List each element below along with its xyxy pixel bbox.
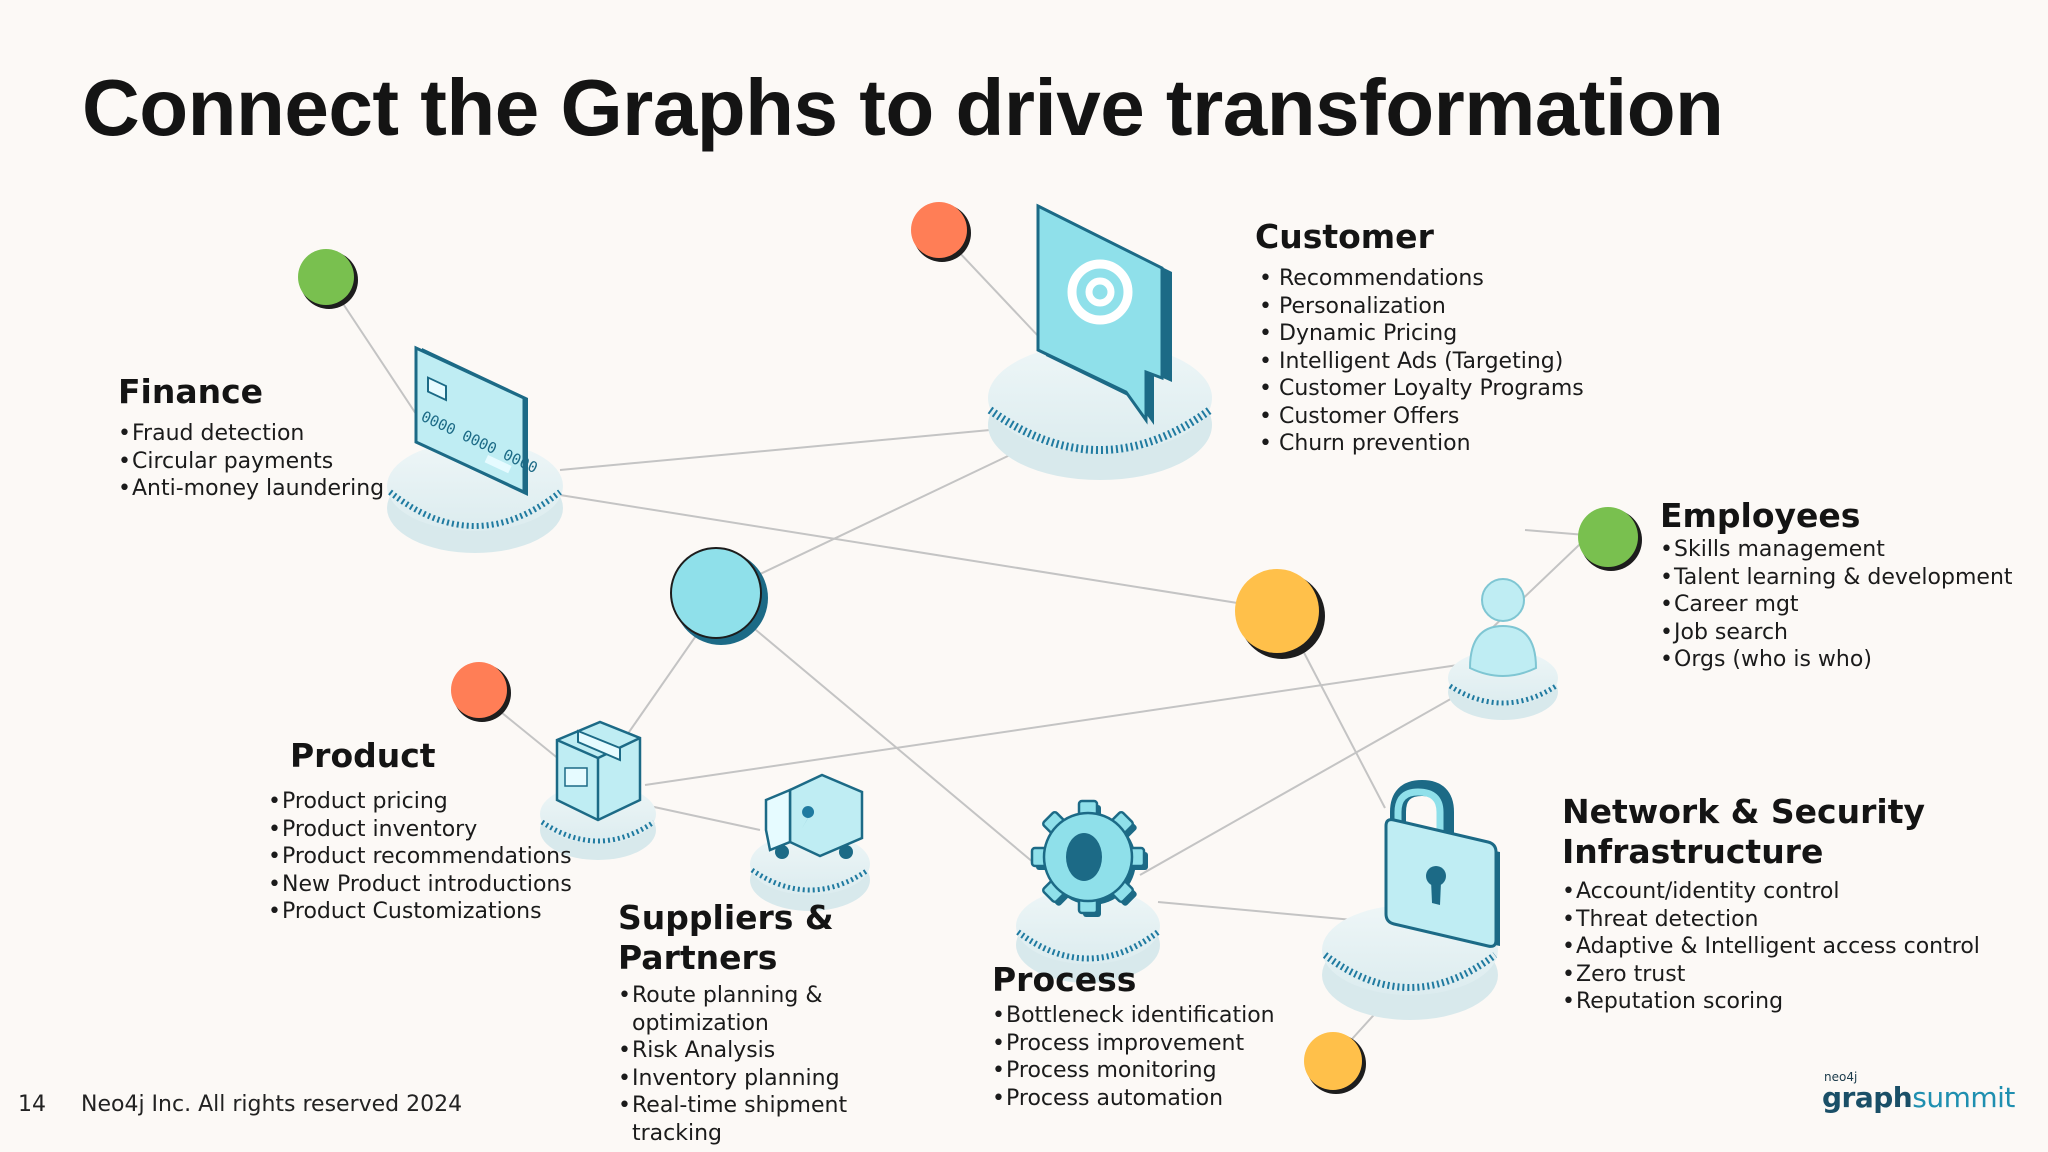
list-item: Personalization <box>1255 293 1584 321</box>
list-item: Zero trust <box>1562 961 1980 989</box>
slide-title: Connect the Graphs to drive transformati… <box>82 63 1724 152</box>
delivery-truck-icon <box>764 773 864 859</box>
product-group: Product Product pricing Product inventor… <box>268 736 572 926</box>
product-node-orange <box>451 662 511 722</box>
edge <box>1299 644 1386 809</box>
logo-neo4j-text: neo4j <box>1824 1070 1858 1084</box>
employees-group: Employees Skills management Talent learn… <box>1660 496 2013 674</box>
customer-platform <box>987 343 1213 480</box>
process-group: Process Bottleneck identification Proces… <box>992 960 1275 1112</box>
list-item: Recommendations <box>1255 265 1584 293</box>
list-item: New Product introductions <box>268 871 572 899</box>
product-heading: Product <box>290 736 436 775</box>
customer-node-orange <box>911 202 971 262</box>
list-item: Fraud detection <box>118 420 384 448</box>
employees-heading: Employees <box>1660 496 1861 535</box>
edge <box>559 429 991 471</box>
person-icon <box>1468 578 1538 677</box>
hub-node-cyan <box>670 547 768 645</box>
at-sign-chat-icon <box>1036 203 1172 425</box>
list-item: Churn prevention <box>1255 430 1584 458</box>
list-item: Circular payments <box>118 448 384 476</box>
graph-nodes <box>298 202 1642 1094</box>
list-item-continuation: optimization <box>632 1010 769 1036</box>
process-platform <box>1016 888 1160 983</box>
edge <box>619 629 701 746</box>
edge <box>1139 687 1471 876</box>
list-item: Dynamic Pricing <box>1255 320 1584 348</box>
network-heading-line2: Infrastructure <box>1562 832 1824 871</box>
list-item: Talent learning & development <box>1660 564 2013 592</box>
edge <box>644 664 1459 786</box>
list-item: Product pricing <box>268 788 572 816</box>
list-item: Product Customizations <box>268 898 572 926</box>
network-heading: Network & Security Infrastructure <box>1562 792 1980 872</box>
list-item: Product recommendations <box>268 843 572 871</box>
network-heading-line1: Network & Security <box>1562 792 1925 831</box>
gear-icon <box>1030 799 1148 917</box>
employees-node-green <box>1578 507 1642 571</box>
list-item: Process automation <box>992 1085 1275 1113</box>
list-item: Customer Loyalty Programs <box>1255 375 1584 403</box>
list-item: Orgs (who is who) <box>1660 646 2013 674</box>
edge <box>559 494 1251 606</box>
copyright-text: Neo4j Inc. All rights reserved 2024 <box>81 1092 463 1117</box>
padlock-icon <box>1384 779 1500 948</box>
suppliers-heading-line1: Suppliers & <box>618 898 834 937</box>
logo-graph-text: graph <box>1822 1081 1913 1114</box>
list-item: Threat detection <box>1562 906 1980 934</box>
page-number: 14 <box>18 1092 46 1117</box>
network-security-group: Network & Security Infrastructure Accoun… <box>1562 792 1980 1016</box>
list-item: Product inventory <box>268 816 572 844</box>
network-platform <box>1322 905 1498 1020</box>
graphsummit-logo: neo4j graphsummit <box>1822 1070 2015 1112</box>
list-item: Skills management <box>1660 536 2013 564</box>
customer-group: Customer Recommendations Personalization… <box>1255 217 1584 458</box>
finance-node-green <box>298 249 358 309</box>
list-item: Job search <box>1660 619 2013 647</box>
logo-summit-text: summit <box>1912 1081 2015 1114</box>
network-node-yellow <box>1304 1032 1366 1094</box>
list-item: Intelligent Ads (Targeting) <box>1255 348 1584 376</box>
suppliers-group: Suppliers & Partners Route planning & op… <box>618 898 847 1147</box>
list-item: Risk Analysis <box>618 1037 847 1065</box>
list-item: Career mgt <box>1660 591 2013 619</box>
list-item-continuation: tracking <box>632 1120 723 1146</box>
package-box-icon <box>555 720 642 822</box>
list-item: Account/identity control <box>1562 878 1980 906</box>
list-item: Inventory planning <box>618 1065 847 1093</box>
platform-discs <box>387 343 1558 1020</box>
suppliers-heading-line2: Partners <box>618 938 778 977</box>
edge <box>1157 901 1376 923</box>
list-item: Bottleneck identification <box>992 1002 1275 1030</box>
list-item: Real-time shipment <box>618 1092 847 1120</box>
list-item: Anti-money laundering <box>118 475 384 503</box>
customer-heading: Customer <box>1255 217 1434 256</box>
list-item: Process improvement <box>992 1030 1275 1058</box>
hub-node-yellow <box>1235 569 1325 659</box>
edge <box>715 454 1011 596</box>
finance-group: Finance Fraud detection Circular payment… <box>118 372 384 503</box>
list-item: Adaptive & Intelligent access control <box>1562 933 1980 961</box>
edge <box>749 624 1041 869</box>
finance-heading: Finance <box>118 372 264 411</box>
list-item: Reputation scoring <box>1562 988 1980 1016</box>
list-item: Process monitoring <box>992 1057 1275 1085</box>
edge <box>644 804 761 831</box>
suppliers-heading: Suppliers & Partners <box>618 898 847 978</box>
list-item: Customer Offers <box>1255 403 1584 431</box>
list-item: Route planning & <box>618 982 847 1010</box>
process-heading: Process <box>992 960 1137 999</box>
